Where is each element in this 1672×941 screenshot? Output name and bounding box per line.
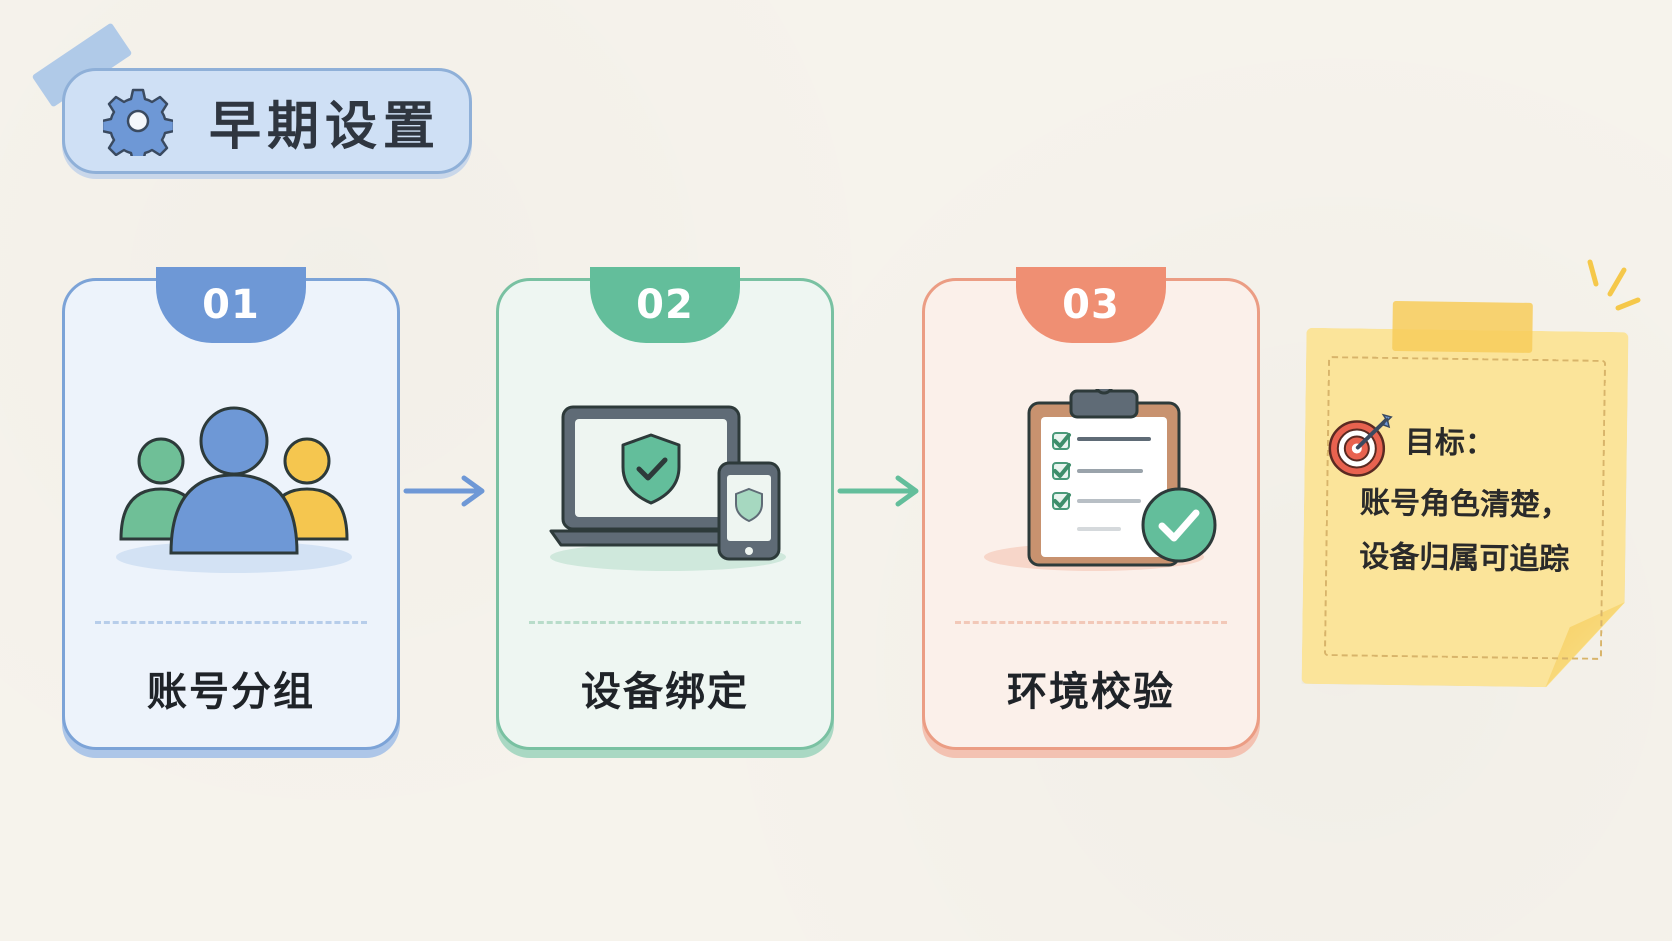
clipboard-check-icon [984,389,1217,571]
section-header: 早期设置 [31,22,472,174]
arrow-right-icon [837,475,919,507]
target-icon [1328,413,1393,477]
goal-line-2: 设备归属可追踪 [1359,539,1570,578]
goal-heading: 目标： [1404,425,1496,462]
card-divider [95,621,367,624]
step-number-badge: 01 [156,267,306,343]
arrow-right-icon [403,475,485,507]
gear-icon [103,88,173,156]
goal-sticky-note: 目标： 账号角色清楚， 设备归属可追踪 [1302,300,1629,688]
page-title: 早期设置 [209,96,442,157]
step-card-1: 01 账号分组 [62,267,400,750]
sticky-note-tape [1392,300,1533,353]
user-group-icon [116,406,352,573]
goal-line-1: 账号角色清楚， [1359,485,1571,524]
device-shield-icon [549,405,786,571]
card-divider [529,621,801,624]
step-label: 环境校验 [1007,669,1175,715]
header-pill: 早期设置 [62,68,472,174]
step-number-badge: 02 [590,267,740,343]
highlight-sparks-icon [1587,259,1641,311]
step-number-badge: 03 [1016,267,1166,343]
step-card-2: 02 设备绑定 [496,267,834,750]
step-label: 账号分组 [147,669,315,715]
goal-text: 账号角色清楚， 设备归属可追踪 [1359,477,1610,588]
step-card-3: 03 环境校验 [922,267,1260,750]
card-divider [955,621,1227,624]
step-label: 设备绑定 [581,669,749,715]
